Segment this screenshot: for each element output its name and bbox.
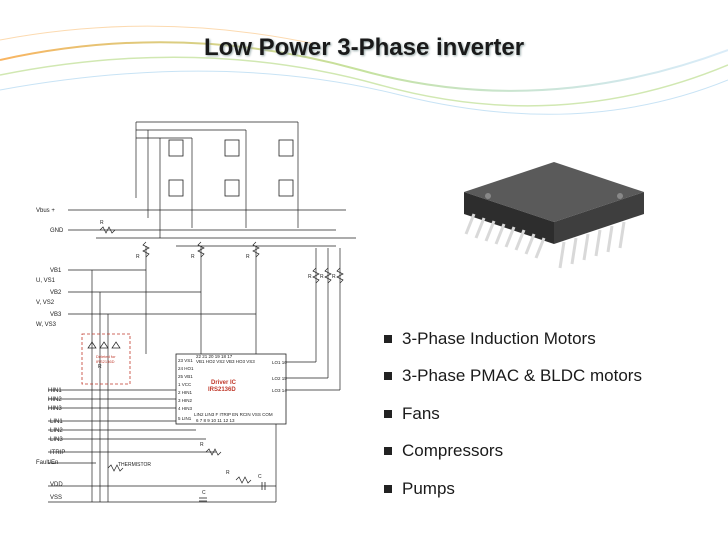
ic-pin-vcc: 1 VCC (178, 382, 192, 387)
bullet-item: 3-Phase Induction Motors (384, 320, 642, 358)
ic-pin-lo3: LO3 14 (272, 388, 287, 393)
thermistor-label: THERMISTOR (118, 462, 151, 468)
bullet-square-icon (384, 372, 392, 381)
deleted-note-2: IRS2136D (96, 359, 115, 364)
r-label-6: R (320, 274, 324, 280)
bullet-text: Pumps (402, 478, 455, 498)
ic-part: IRS2136D (208, 387, 236, 393)
bullet-text: Compressors (402, 441, 504, 461)
label-vdd: VDD (50, 482, 63, 488)
label-lin3: LIN3 (50, 437, 63, 443)
label-hin1: HIN1 (48, 388, 62, 394)
label-hin2: HIN2 (48, 397, 62, 403)
label-fault-en: Fault/En (36, 460, 58, 466)
c-label-1: C (258, 474, 262, 480)
ic-pin-hin2: 3 HIN2 (178, 398, 193, 403)
deleted-note-1: Deleted for (96, 354, 116, 359)
r-label-2: R (136, 254, 140, 260)
ic-pin-vb1: 25 VB1 (178, 374, 193, 379)
r-label-3: R (191, 254, 195, 260)
label-v-vs2: V, VS2 (36, 300, 55, 306)
c-label-2: C (202, 490, 206, 496)
ic-pin-lin1: 5 LIN1 (178, 416, 192, 421)
bullet-square-icon (384, 484, 392, 493)
ic-pin-hin1: 2 HIN1 (178, 390, 193, 395)
r-label-7: R (332, 274, 336, 280)
label-vb1: VB1 (50, 268, 62, 274)
inverter-schematic: Vbus + GND VB1 U, VS1 VB2 V, VS2 VB3 W, … (36, 121, 356, 503)
ic-bottom-pin-names: LIN2 LIN3 F ITRIP EN RCIN VSS COM (194, 412, 273, 417)
label-vbus: Vbus + (36, 208, 55, 214)
label-vb2: VB2 (50, 290, 62, 296)
label-gnd: GND (50, 228, 64, 234)
bullet-item: Pumps (384, 470, 642, 508)
bullet-item: Fans (384, 395, 642, 433)
label-u-vs1: U, VS1 (36, 278, 56, 284)
bullet-square-icon (384, 409, 392, 418)
bullet-list: 3-Phase Induction Motors 3-Phase PMAC & … (384, 320, 642, 508)
bullet-item: 3-Phase PMAC & BLDC motors (384, 358, 642, 396)
bullet-square-icon (384, 447, 392, 456)
bullet-text: Fans (402, 403, 440, 423)
slide-title: Low Power 3-Phase inverter (203, 34, 525, 61)
ic-pin-lo2: LO2 15 (272, 376, 287, 381)
label-vb3: VB3 (50, 312, 62, 318)
label-itrip: ITRIP (50, 450, 65, 456)
ic-pin-vs1: 23 VS1 (178, 358, 193, 363)
ic-module-image (464, 162, 644, 269)
r-label-5: R (308, 274, 312, 280)
r-label-9: R (200, 442, 204, 448)
ic-top-pins: 22 21 20 19 18 17 (196, 354, 233, 359)
label-lin1: LIN1 (50, 419, 63, 425)
ic-pin-ho1: 24 HO1 (178, 366, 194, 371)
bullet-text: 3-Phase PMAC & BLDC motors (402, 366, 642, 386)
bullet-text: 3-Phase Induction Motors (402, 328, 596, 348)
ic-pin-lo1: LO1 16 (272, 360, 287, 365)
label-w-vs3: W, VS3 (36, 322, 57, 328)
ic-top-pin-names: VB1 HO2 VS2 VB3 HO3 VS3 (196, 359, 255, 364)
ic-bottom-pins: 6 7 8 9 10 11 12 13 (196, 418, 235, 423)
r-label-10: R (226, 470, 230, 476)
r-label-8: R (98, 364, 102, 370)
label-lin2: LIN2 (50, 428, 63, 434)
r-label-4: R (246, 254, 250, 260)
ic-name: Driver IC (211, 380, 237, 386)
r-label-1: R (100, 220, 104, 226)
label-vss: VSS (50, 495, 62, 501)
ic-pin-hin3: 4 HIN3 (178, 406, 193, 411)
bullet-square-icon (384, 334, 392, 343)
bullet-item: Compressors (384, 433, 642, 471)
label-hin3: HIN3 (48, 406, 62, 412)
